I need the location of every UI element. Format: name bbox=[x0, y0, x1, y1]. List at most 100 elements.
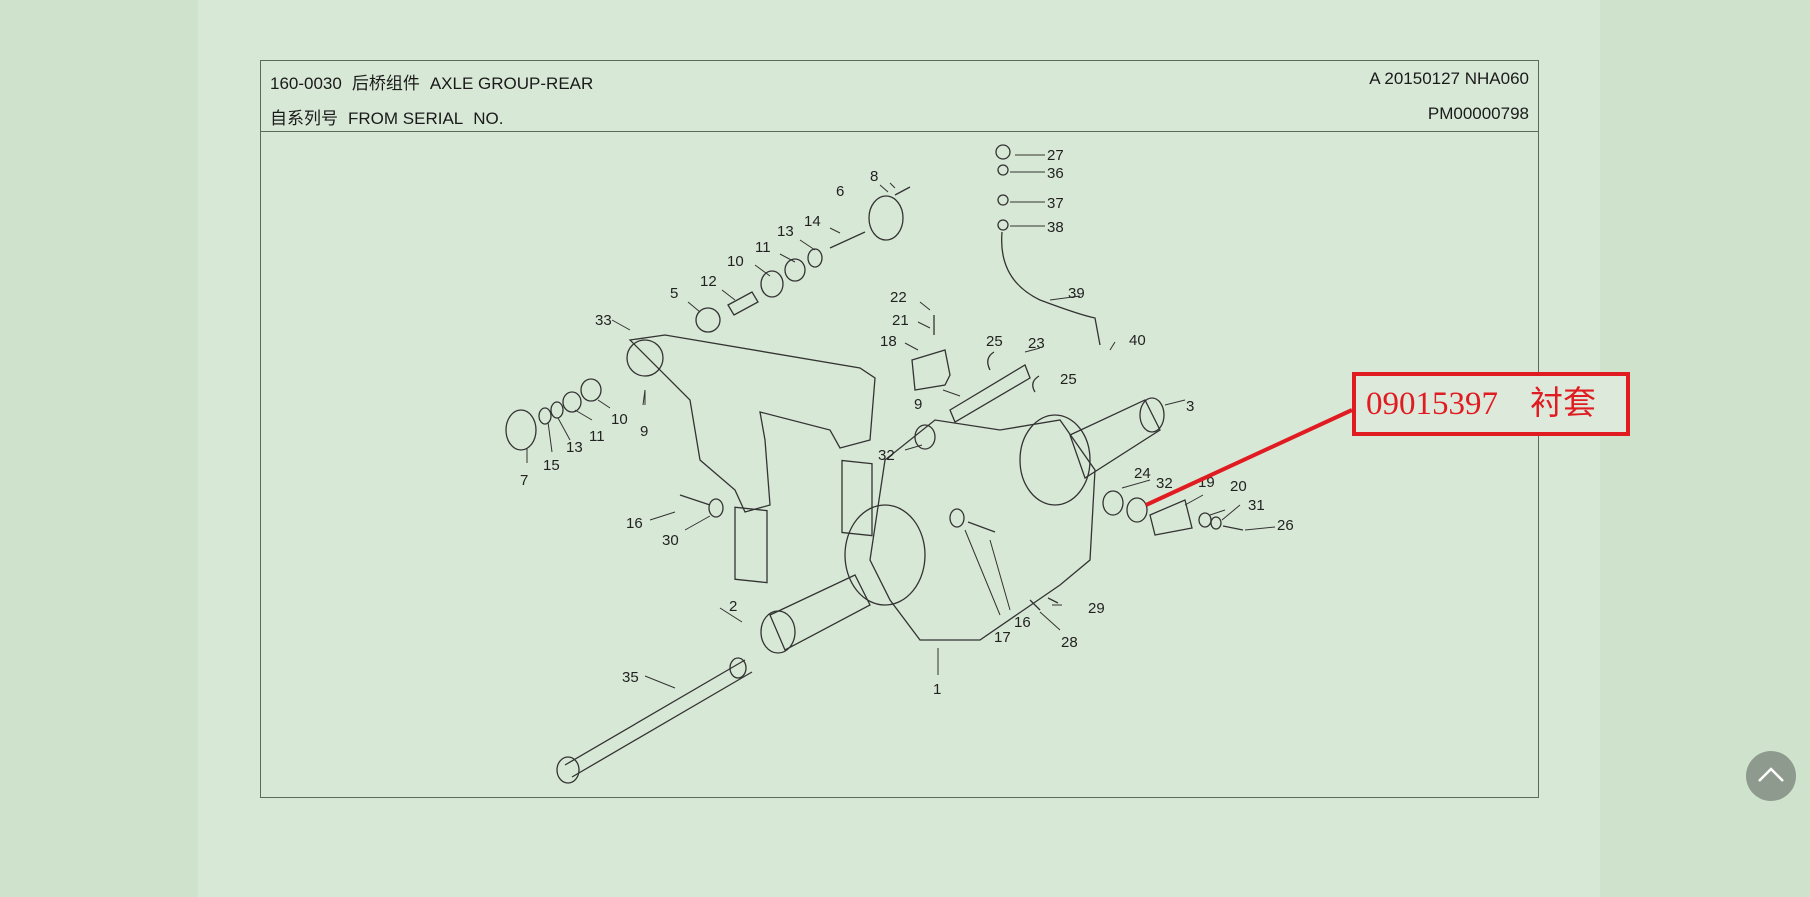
part-label: 18 bbox=[880, 333, 897, 350]
fitting-36 bbox=[997, 164, 1009, 176]
bolt-16 bbox=[679, 494, 711, 506]
bolt-16b bbox=[967, 521, 996, 533]
part-label: 35 bbox=[622, 669, 639, 686]
part-label: 29 bbox=[1088, 600, 1105, 617]
part-label: 9 bbox=[640, 423, 648, 440]
part-label: 10 bbox=[727, 253, 744, 270]
part-label: 16 bbox=[1014, 614, 1031, 631]
part-label: 9 bbox=[914, 396, 922, 413]
bush-32-left bbox=[914, 424, 936, 450]
part-label: 24 bbox=[1134, 465, 1151, 482]
part-label: 22 bbox=[890, 289, 907, 306]
ring-11b bbox=[562, 391, 582, 413]
scroll-to-top-button[interactable] bbox=[1746, 751, 1796, 801]
part-label: 21 bbox=[892, 312, 909, 329]
part-label: 17 bbox=[994, 629, 1011, 646]
bolt-14 bbox=[829, 231, 866, 249]
part-label: 3 bbox=[1186, 398, 1194, 415]
part-label: 25 bbox=[1060, 371, 1077, 388]
washer-30 bbox=[708, 498, 724, 518]
part-label: 32 bbox=[878, 447, 895, 464]
bracket-pad-lower bbox=[734, 506, 768, 584]
bush-32-right bbox=[1102, 490, 1124, 516]
fitting-27 bbox=[995, 144, 1011, 160]
shaft-spline-top bbox=[729, 657, 747, 679]
serial-label-cn: 自系列号 bbox=[270, 109, 338, 128]
pin-19 bbox=[1149, 499, 1193, 536]
flange-6 bbox=[868, 195, 904, 241]
part-label: 14 bbox=[804, 213, 821, 230]
spindle-right-spline bbox=[1139, 397, 1165, 433]
part-label: 7 bbox=[520, 472, 528, 489]
part-label: 6 bbox=[836, 183, 844, 200]
bracket-pad-right bbox=[841, 459, 873, 537]
part-label: 15 bbox=[543, 457, 560, 474]
block-18 bbox=[911, 349, 951, 391]
serial-label-no: NO. bbox=[473, 109, 504, 128]
washer-31 bbox=[1210, 516, 1222, 530]
part-label: 36 bbox=[1047, 165, 1064, 182]
ring-11 bbox=[784, 258, 806, 282]
assembly-name-cn: 后桥组件 bbox=[351, 74, 420, 93]
part-label: 25 bbox=[986, 333, 1003, 350]
part-label: 30 bbox=[662, 532, 679, 549]
pin-12 bbox=[727, 291, 759, 316]
brake-line bbox=[1001, 231, 1101, 346]
part-label: 13 bbox=[777, 223, 794, 240]
callout-arrow bbox=[1145, 408, 1353, 507]
washer-15 bbox=[538, 407, 552, 425]
assembly-code: 160-0030 bbox=[270, 74, 342, 93]
pin-5 bbox=[695, 307, 721, 333]
part-label: 2 bbox=[729, 598, 737, 615]
part-label: 27 bbox=[1047, 147, 1064, 164]
chevron-up-icon bbox=[1758, 767, 1784, 782]
flange-7 bbox=[505, 409, 537, 451]
housing-flange-right bbox=[1019, 414, 1091, 506]
link-23 bbox=[949, 364, 1031, 423]
part-label: 31 bbox=[1248, 497, 1265, 514]
part-label: 8 bbox=[870, 168, 878, 185]
clip-25a bbox=[987, 351, 995, 371]
clip-25b bbox=[1032, 375, 1040, 393]
part-label: 11 bbox=[589, 428, 605, 445]
shaft-spline-end bbox=[556, 756, 580, 784]
washer-20 bbox=[1198, 512, 1212, 528]
part-label: 1 bbox=[933, 681, 941, 698]
part-label: 40 bbox=[1129, 332, 1146, 349]
ring-13 bbox=[550, 401, 564, 419]
part-label: 37 bbox=[1047, 195, 1064, 212]
spindle-left bbox=[769, 574, 871, 651]
part-label: 39 bbox=[1068, 285, 1085, 302]
axle-housing bbox=[869, 419, 1096, 641]
part-label: 28 bbox=[1061, 634, 1078, 651]
bush-10b bbox=[580, 378, 602, 402]
header-divider bbox=[261, 131, 1538, 132]
serial-number: PM00000798 bbox=[1427, 104, 1529, 123]
mounting-bracket bbox=[628, 334, 876, 513]
spindle-right bbox=[1069, 399, 1161, 479]
part-label: 16 bbox=[626, 515, 643, 532]
bracket-bore bbox=[626, 339, 664, 377]
serial-label-en: FROM SERIAL bbox=[348, 109, 464, 128]
callout-part-name: 衬套 bbox=[1530, 386, 1596, 422]
washer-13 bbox=[807, 248, 823, 268]
part-label: 38 bbox=[1047, 219, 1064, 236]
spindle-left-spline bbox=[760, 610, 796, 654]
part-label: 11 bbox=[755, 239, 771, 256]
bolt-26 bbox=[1222, 525, 1244, 531]
drive-shaft bbox=[564, 659, 753, 778]
fitting-38 bbox=[997, 219, 1009, 231]
part-label: 12 bbox=[700, 273, 717, 290]
part-label: 32 bbox=[1156, 475, 1173, 492]
part-label: 20 bbox=[1230, 478, 1247, 495]
housing-flange-left bbox=[844, 504, 926, 606]
part-label: 33 bbox=[595, 312, 612, 329]
fitting-37 bbox=[997, 194, 1009, 206]
part-label: 10 bbox=[611, 411, 628, 428]
plug-28 bbox=[1029, 599, 1041, 611]
part-label: 26 bbox=[1277, 517, 1294, 534]
washer-17 bbox=[949, 508, 965, 528]
part-label: 23 bbox=[1028, 335, 1045, 352]
